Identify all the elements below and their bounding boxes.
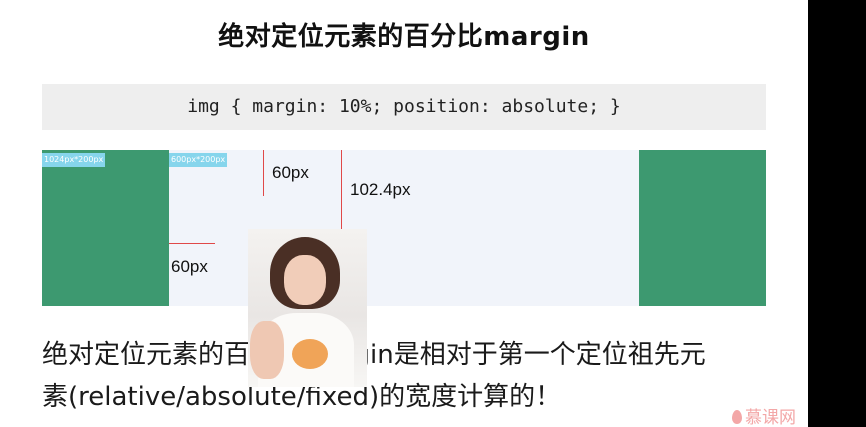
code-snippet: img { margin: 10%; position: absolute; } — [42, 84, 766, 130]
photo-face — [284, 255, 326, 305]
green-block-left — [42, 150, 169, 306]
slide: 绝对定位元素的百分比margin img { margin: 10%; posi… — [0, 0, 808, 427]
slide-title: 绝对定位元素的百分比margin — [218, 22, 590, 52]
explanation-text: 绝对定位元素的百分比margin是相对于第一个定位祖先元 素(relative/… — [42, 334, 782, 418]
explanation-line-2: 素(relative/absolute/fixed)的宽度计算的！ — [42, 382, 562, 412]
photo-shirt-print — [292, 339, 328, 369]
inner-top-measure: 60px — [272, 163, 309, 182]
inner-left-guide-line — [169, 243, 215, 244]
portrait-photo — [248, 229, 367, 387]
outer-top-measure: 102.4px — [350, 180, 411, 199]
explanation-line-1: 绝对定位元素的百分比margin是相对于第一个定位祖先元 — [42, 340, 706, 370]
demo-container: 1024px*200px 600px*200px — [42, 150, 766, 306]
inner-size-label: 600px*200px — [169, 153, 228, 167]
outer-top-guide-line — [341, 150, 342, 230]
photo-arm — [250, 321, 284, 379]
flame-icon — [732, 410, 742, 424]
watermark: 慕课网 — [732, 403, 796, 427]
inner-left-measure: 60px — [171, 257, 208, 276]
watermark-text: 慕课网 — [745, 408, 796, 427]
outer-size-label: 1024px*200px — [42, 153, 106, 167]
inner-top-guide-line — [263, 150, 264, 196]
green-block-right — [639, 150, 766, 306]
